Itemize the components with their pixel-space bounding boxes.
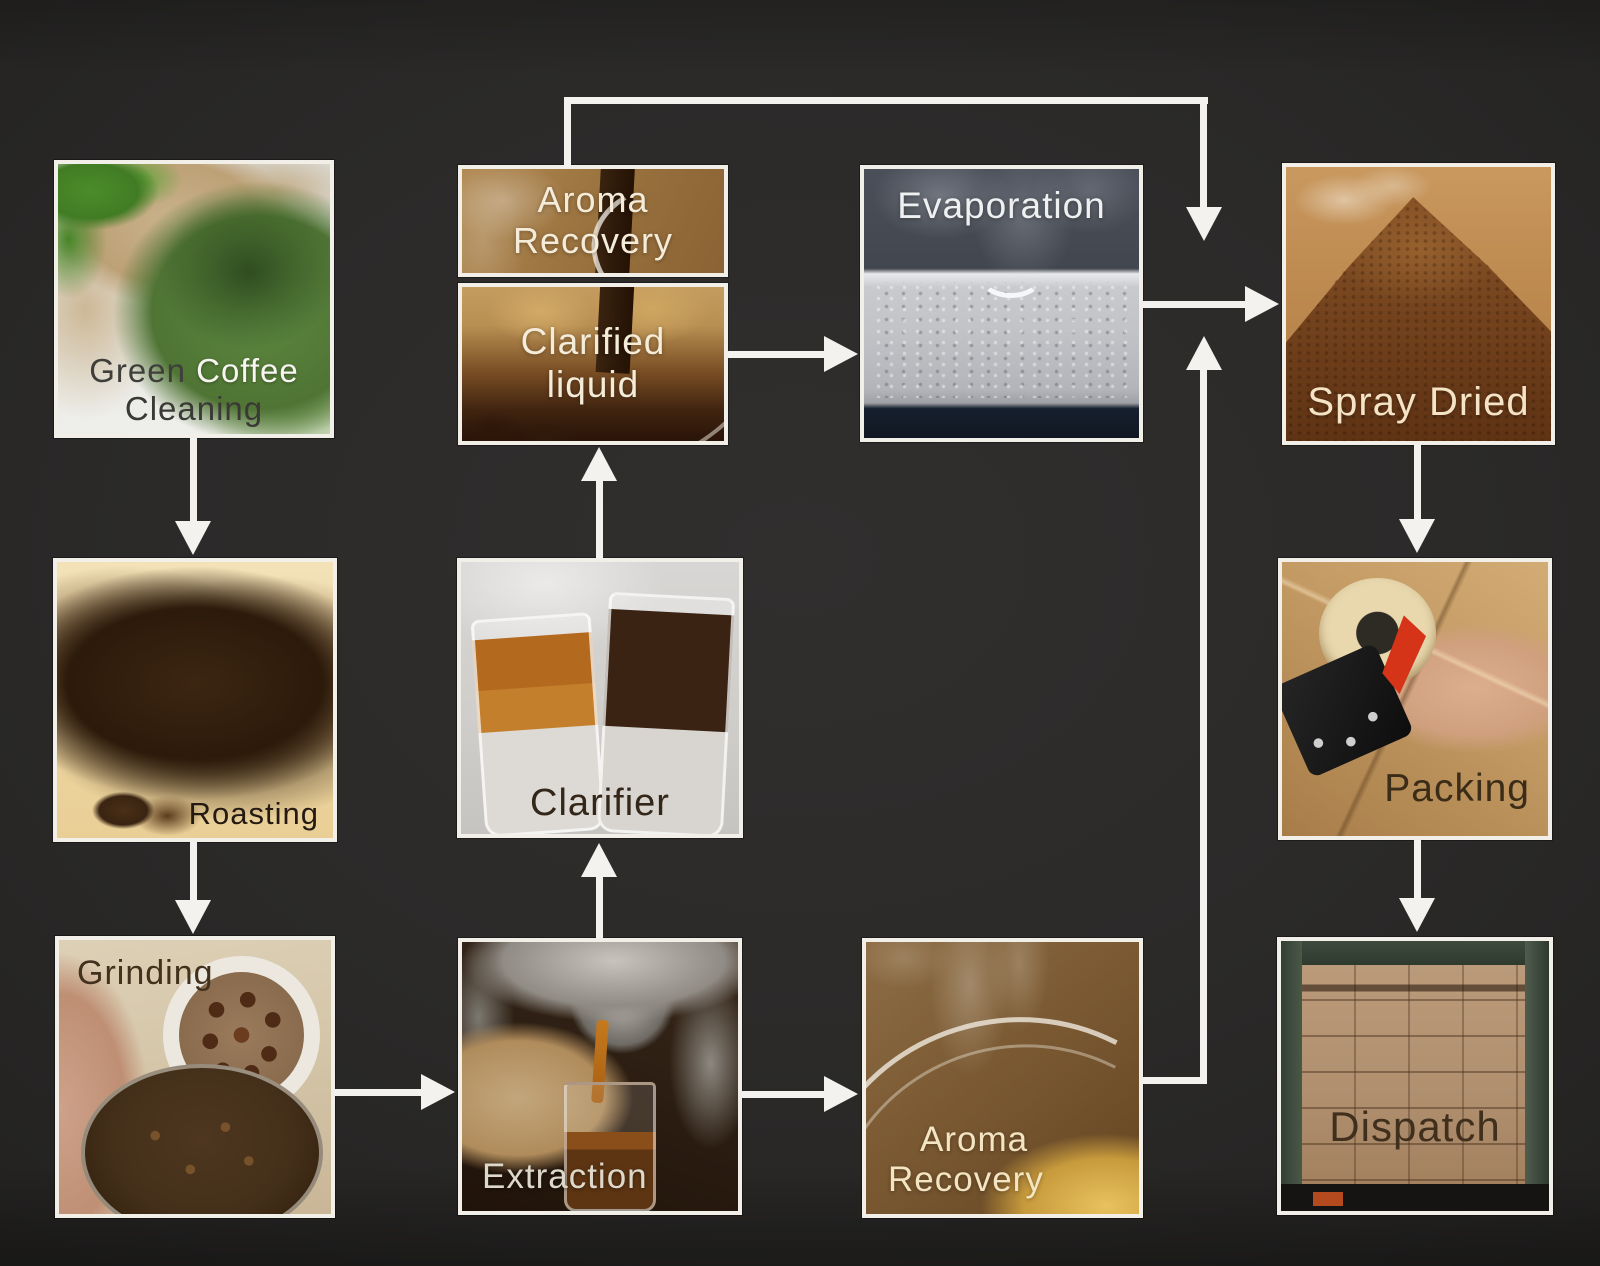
node-label-line1: Clarified <box>520 321 666 362</box>
node-label-line1: Aroma <box>920 1119 1029 1159</box>
boiling-water-texture <box>872 281 1131 398</box>
node-grinding: Grinding <box>55 936 335 1218</box>
node-label-word: Coffee <box>196 352 299 390</box>
stacked-boxes-shape <box>1302 965 1525 1184</box>
node-label: Extraction <box>482 1156 648 1196</box>
node-aroma-recovery-top: Aroma Recovery <box>458 165 728 277</box>
node-label-line1: Aroma <box>537 179 649 220</box>
node-label: Green Coffee <box>58 352 330 390</box>
node-label-line2: Recovery <box>888 1159 1044 1199</box>
node-roasting: Roasting <box>53 558 337 842</box>
node-extraction: Extraction <box>458 938 742 1215</box>
node-label: Clarifier <box>530 782 670 825</box>
node-label: Spray Dried <box>1307 380 1530 424</box>
node-aroma-recovery-bottom: Aroma Recovery <box>862 938 1143 1218</box>
node-spray-dried: Spray Dried <box>1282 163 1555 445</box>
node-label-word: Green <box>89 352 186 390</box>
node-dispatch: Dispatch <box>1277 937 1553 1215</box>
node-clarifier: Clarifier <box>457 558 743 838</box>
container-top-beam-shape <box>1281 941 1549 966</box>
node-packing: Packing <box>1278 558 1552 840</box>
espresso-glass-shape <box>564 1081 656 1211</box>
node-label-line2: liquid <box>546 363 640 405</box>
node-label: Roasting <box>188 796 319 832</box>
node-green-coffee-cleaning: Green Coffee Cleaning <box>54 160 334 438</box>
grounds-bowl-shape <box>80 1063 323 1214</box>
node-label: Grinding <box>77 954 214 992</box>
water-dimple-shape <box>979 258 1042 298</box>
node-label: Dispatch <box>1329 1103 1501 1150</box>
node-clarified-liquid: Clarified liquid <box>458 283 728 445</box>
node-evaporation: Evaporation <box>860 165 1143 442</box>
container-right-wall-shape <box>1524 941 1549 1211</box>
node-label: Evaporation <box>897 185 1106 226</box>
node-label-line2: Cleaning <box>124 390 264 428</box>
node-label: Packing <box>1384 767 1530 811</box>
node-label-line2: Recovery <box>512 220 674 262</box>
container-left-wall-shape <box>1281 941 1303 1211</box>
truck-light-shape <box>1313 1192 1343 1206</box>
